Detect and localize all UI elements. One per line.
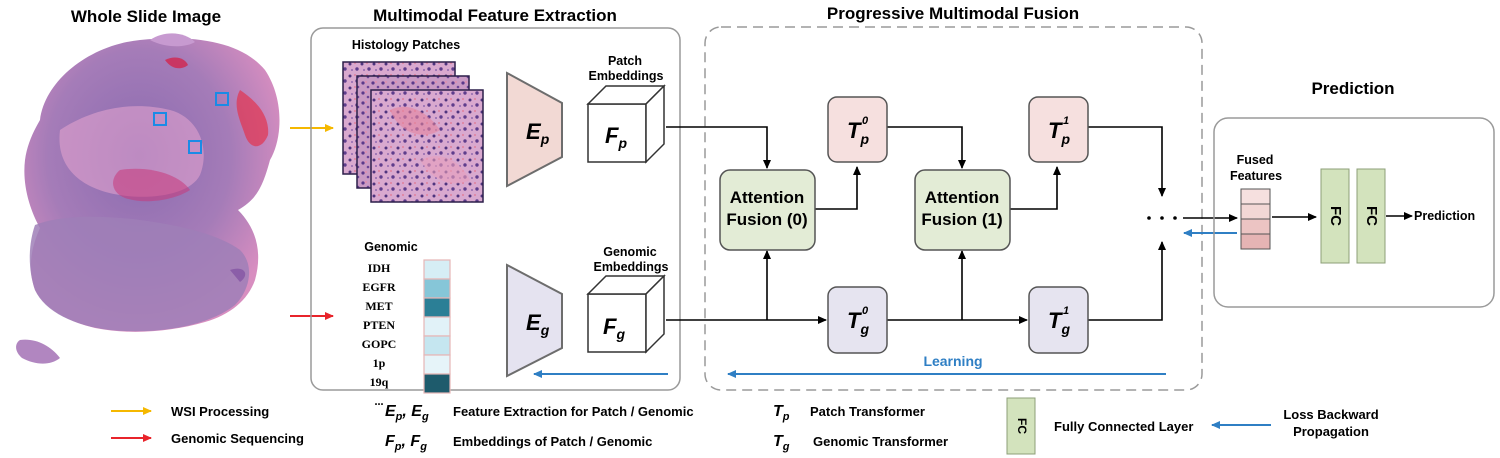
genomic-embedding-cube <box>586 274 666 354</box>
fusion-panel <box>704 26 1203 391</box>
patch-transformer-1-symbol: Tp1 <box>1048 115 1070 147</box>
gene-cell <box>423 373 451 394</box>
gene-color-column <box>423 259 451 394</box>
prediction-title: Prediction <box>1311 79 1394 98</box>
genomic-transformer-0-symbol: Tg0 <box>847 305 869 337</box>
whole-slide-image <box>16 33 280 364</box>
legend-f-symbols: Fp, Fg <box>385 433 427 453</box>
fc-layer-1 <box>1320 168 1350 264</box>
patch-embedding-symbol: Fp <box>605 123 627 151</box>
patch-transformer-1 <box>1028 96 1089 163</box>
prediction-panel <box>1213 117 1495 308</box>
gene-name: IDH <box>368 261 391 275</box>
extraction-panel <box>310 27 681 391</box>
patch-embeddings-label-2: Embeddings <box>588 69 663 83</box>
gene-name: 1p <box>373 356 386 370</box>
gene-cell <box>423 297 451 318</box>
gene-list: IDH EGFR MET PTEN GOPC 1p 19q... <box>362 261 397 408</box>
genomic-embedding-symbol: Fg <box>603 314 625 342</box>
gene-cell <box>423 354 451 375</box>
attention-fusion-0 <box>719 169 816 251</box>
fc-layer-2-label: FC <box>1363 206 1380 226</box>
roi-box-2 <box>153 112 167 126</box>
legend-fc-label: FC <box>1015 418 1029 434</box>
gene-cell <box>423 335 451 356</box>
fc-layer-2 <box>1356 168 1386 264</box>
gene-name: ... <box>375 394 384 408</box>
legend: WSI Processing Genomic Sequencing Ep, Eg… <box>111 397 1379 455</box>
genomic-extractor <box>506 263 563 378</box>
legend-wsi-label: WSI Processing <box>171 404 269 419</box>
fused-features-label-1: Fused <box>1237 153 1274 167</box>
patch-embedding-cube <box>586 84 666 164</box>
learning-label: Learning <box>923 353 982 369</box>
legend-loss-label-1: Loss Backward <box>1283 407 1378 422</box>
gene-cell <box>423 316 451 337</box>
extraction-title: Multimodal Feature Extraction <box>373 6 617 25</box>
gene-name: PTEN <box>363 318 395 332</box>
legend-genomic-label: Genomic Sequencing <box>171 431 304 446</box>
genomic-label: Genomic <box>364 240 418 254</box>
gene-name: EGFR <box>362 280 396 294</box>
legend-tp-desc: Patch Transformer <box>810 404 925 419</box>
roi-box-1 <box>215 92 229 106</box>
wsi-title: Whole Slide Image <box>71 7 221 26</box>
gene-cell <box>423 259 451 280</box>
legend-tg-symbol: Tg <box>773 433 790 453</box>
patch-extractor <box>506 71 563 188</box>
patch-embeddings-label-1: Patch <box>608 54 642 68</box>
genomic-transformer-1 <box>1028 286 1089 354</box>
legend-tg-desc: Genomic Transformer <box>813 434 948 449</box>
attention-fusion-0-line2: Fusion (0) <box>726 210 807 229</box>
genomic-extractor-symbol: Eg <box>526 310 550 338</box>
patch-extractor-symbol: Ep <box>526 119 550 147</box>
histology-patches <box>342 61 484 203</box>
gene-name: GOPC <box>362 337 397 351</box>
genomic-embeddings-label-2: Embeddings <box>593 260 668 274</box>
gene-name: MET <box>365 299 392 313</box>
genomic-embeddings-label-1: Genomic <box>603 245 657 259</box>
roi-box-3 <box>188 140 202 154</box>
patch-transformer-0-symbol: Tp0 <box>847 115 869 147</box>
fused-features-vector <box>1240 188 1271 250</box>
histology-patches-label: Histology Patches <box>352 38 460 52</box>
prediction-output-label: Prediction <box>1414 209 1475 223</box>
fusion-connectors <box>666 126 1238 324</box>
attention-fusion-1-line2: Fusion (1) <box>921 210 1002 229</box>
legend-loss-label-2: Propagation <box>1293 424 1369 439</box>
legend-tp-symbol: Tp <box>773 403 790 423</box>
attention-fusion-1 <box>914 169 1011 251</box>
fc-layer-1-label: FC <box>1327 206 1344 226</box>
legend-fc-desc: Fully Connected Layer <box>1054 419 1193 434</box>
genomic-transformer-0 <box>827 286 888 354</box>
genomic-transformer-1-symbol: Tg1 <box>1048 305 1070 337</box>
legend-f-desc: Embeddings of Patch / Genomic <box>453 434 652 449</box>
patch-transformer-0 <box>827 96 888 163</box>
legend-fc-box <box>1006 397 1036 455</box>
attention-fusion-0-line1: Attention <box>730 188 805 207</box>
fusion-title: Progressive Multimodal Fusion <box>827 4 1079 23</box>
ellipsis-dots <box>1147 216 1177 220</box>
legend-e-symbols: Ep, Eg <box>385 403 429 423</box>
gene-name: 19q <box>370 375 389 389</box>
attention-fusion-1-line1: Attention <box>925 188 1000 207</box>
legend-e-desc: Feature Extraction for Patch / Genomic <box>453 404 694 419</box>
gene-cell <box>423 278 451 299</box>
fused-features-label-2: Features <box>1230 169 1282 183</box>
